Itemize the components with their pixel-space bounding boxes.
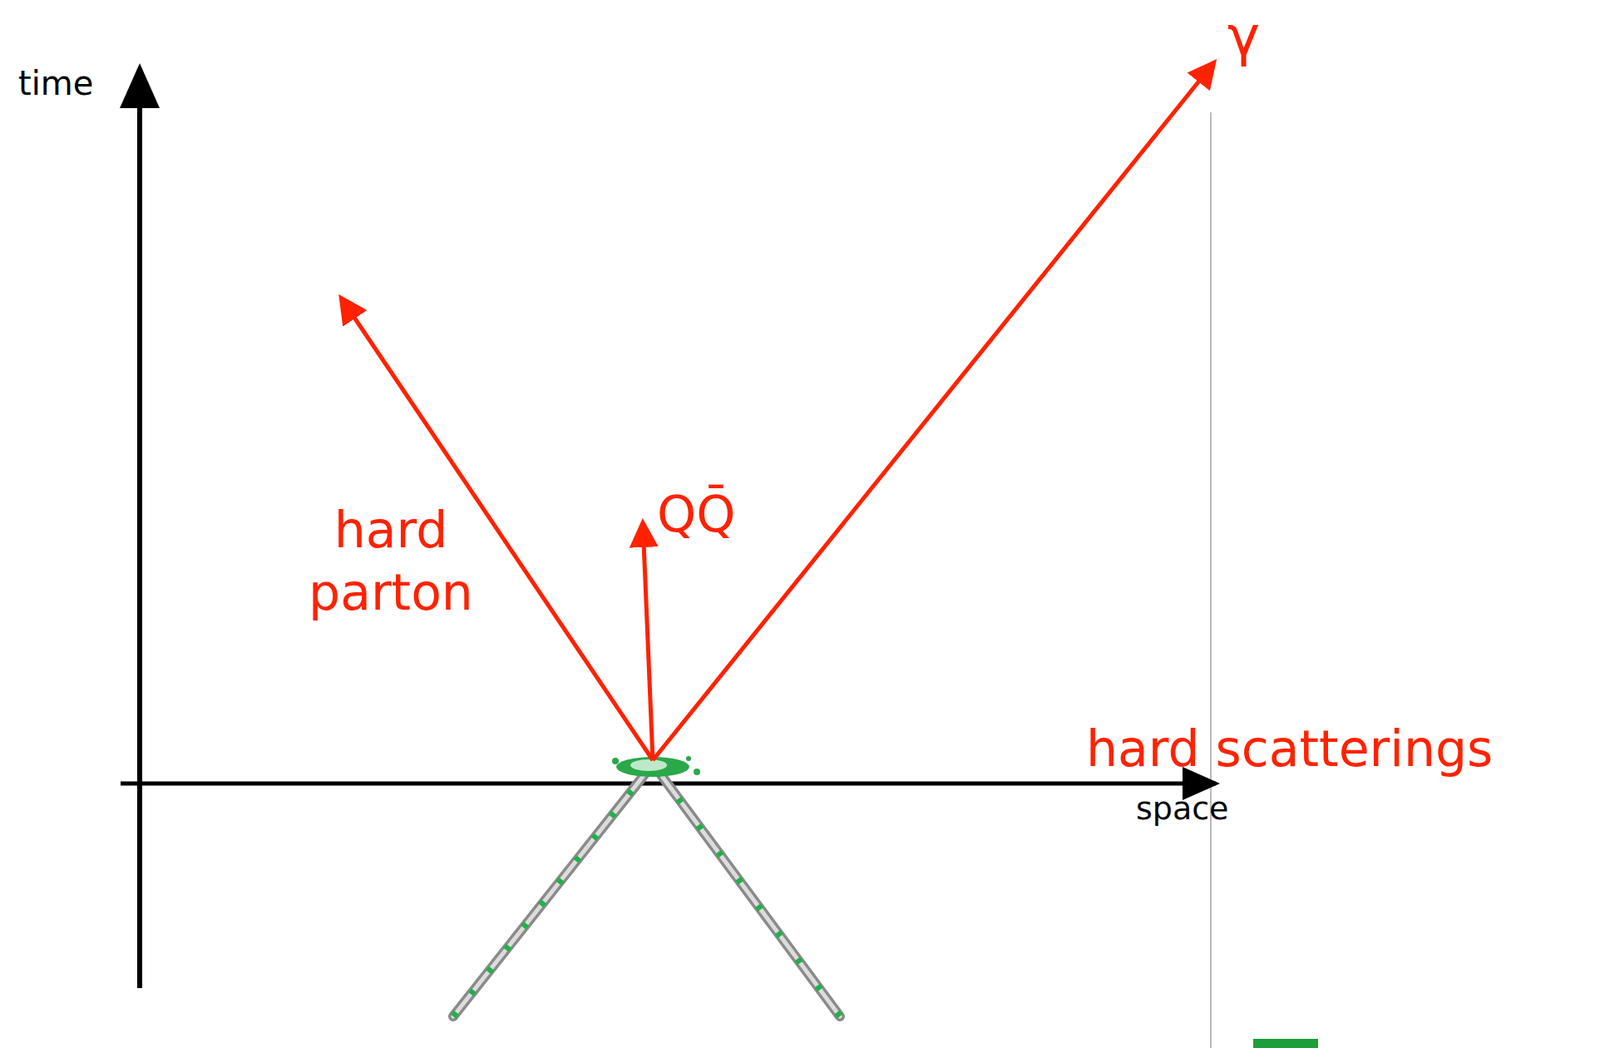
photon-arrow (652, 62, 1215, 761)
particle-label: QQ̄ (656, 483, 736, 544)
particle-label: hard parton (278, 498, 504, 624)
axis-label: space (1135, 790, 1229, 829)
quarkonium-arrow (642, 522, 653, 761)
process-label: hard scatterings (1086, 718, 1493, 779)
guide-line (1209, 112, 1212, 1048)
time-axis (137, 68, 143, 988)
incoming-beams (453, 755, 840, 1017)
axis-label: time (18, 63, 94, 104)
particle-label: γ (1227, 3, 1260, 70)
green-bar (1253, 1038, 1319, 1048)
